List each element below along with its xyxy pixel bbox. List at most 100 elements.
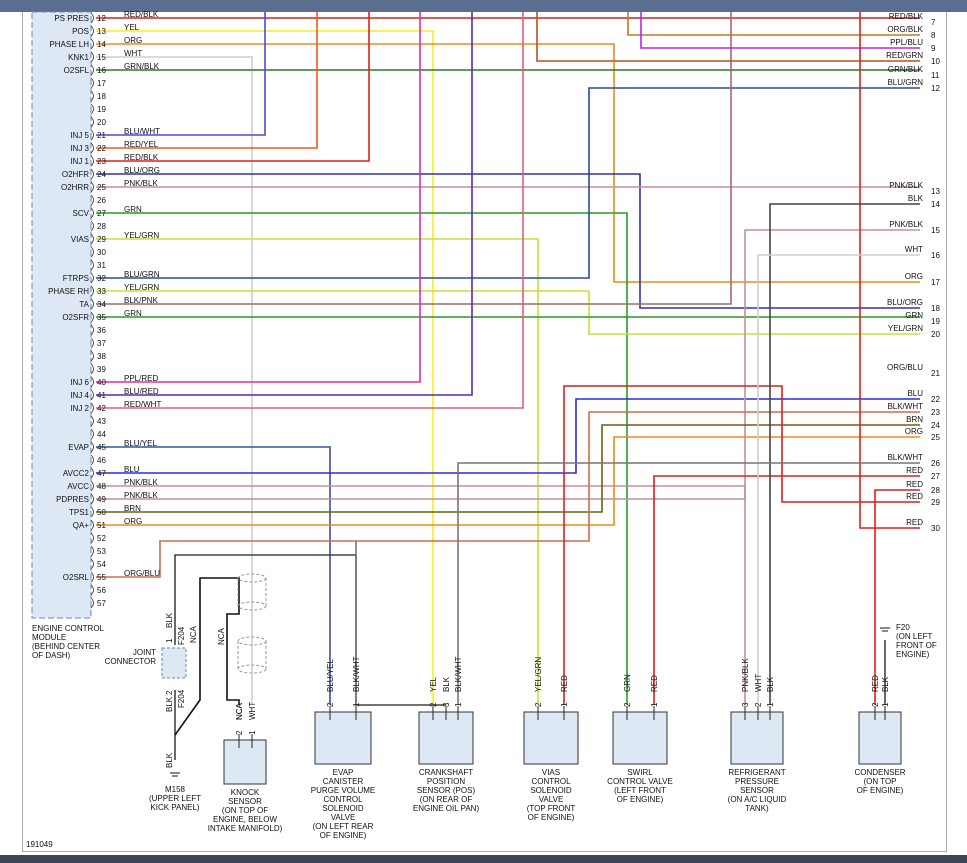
ecm-pin-name: O2HRR bbox=[61, 183, 89, 192]
pin-bracket bbox=[90, 311, 94, 323]
right-terminal-wire-label: WHT bbox=[905, 245, 923, 254]
ecm-wire-label: RED/BLK bbox=[124, 153, 159, 162]
vias-label: SOLENOID bbox=[530, 786, 572, 795]
wire bbox=[96, 43, 920, 283]
joint-connector-label: JOINT bbox=[133, 648, 156, 657]
wire bbox=[96, 229, 920, 500]
swirl-pin-number: 1 bbox=[650, 702, 659, 707]
pin-bracket bbox=[90, 259, 94, 271]
ecm-wire-label: PNK/BLK bbox=[124, 491, 158, 500]
joint-bottom-wire: BLK bbox=[165, 696, 174, 712]
ecm-pin-name: FTRPS bbox=[63, 274, 89, 283]
ecm-pin-number: 54 bbox=[97, 560, 106, 569]
pin-bracket bbox=[90, 415, 94, 427]
ecm-pin-number: 44 bbox=[97, 430, 106, 439]
knock-pin-number: 1 bbox=[248, 730, 257, 735]
ecm-wire-label: BLU/GRN bbox=[124, 270, 160, 279]
shield-nca-label: NCA bbox=[217, 627, 226, 645]
ecm-wire-label: PNK/BLK bbox=[124, 478, 158, 487]
ecm-pin-name: O2SRL bbox=[63, 573, 90, 582]
ecm-pin-number: 22 bbox=[97, 144, 106, 153]
ecm-wire-label: BLU/YEL bbox=[124, 439, 157, 448]
ecm-wire-label: GRN bbox=[124, 205, 142, 214]
vias-pin-number: 2 bbox=[534, 702, 543, 707]
crank-wire-label: YEL bbox=[429, 676, 438, 692]
wire bbox=[96, 12, 421, 383]
ecm-pin-number: 57 bbox=[97, 599, 106, 608]
pin-bracket bbox=[90, 402, 94, 414]
wire bbox=[96, 446, 331, 705]
pin-bracket bbox=[90, 298, 94, 310]
pin-bracket bbox=[90, 12, 94, 24]
joint-connector-label: CONNECTOR bbox=[105, 657, 157, 666]
joint-top-pin: 1 bbox=[165, 638, 174, 643]
refrig-wire-label: WHT bbox=[754, 674, 763, 692]
vias-label: VIAS bbox=[542, 768, 560, 777]
ecm-pin-number: 30 bbox=[97, 248, 106, 257]
vias-label: VALVE bbox=[539, 795, 564, 804]
right-terminal-number: 28 bbox=[931, 486, 940, 495]
evap-label: PURGE VOLUME bbox=[311, 786, 375, 795]
swirl-wire-label: RED bbox=[650, 675, 659, 692]
condenser-pin-number: 2 bbox=[871, 702, 880, 707]
knock-component bbox=[223, 739, 267, 785]
pin-bracket bbox=[90, 376, 94, 388]
pin-bracket bbox=[90, 103, 94, 115]
wire bbox=[640, 12, 920, 49]
crank-wire-label: BLK/WHT bbox=[454, 656, 463, 692]
wire bbox=[96, 485, 746, 705]
right-terminal-number: 23 bbox=[931, 408, 940, 417]
pin-bracket bbox=[90, 350, 94, 362]
condenser-label: CONDENSER bbox=[854, 768, 905, 777]
pin-bracket bbox=[90, 220, 94, 232]
joint-nca: NCA bbox=[189, 625, 198, 643]
evap-wire-label: BLK/WHT bbox=[352, 656, 361, 692]
right-terminal-wire-label: GRN/BLK bbox=[888, 65, 924, 74]
nca-wire bbox=[174, 577, 240, 736]
evap-label: EVAP bbox=[333, 768, 354, 777]
condenser-label: (ON TOP bbox=[863, 777, 896, 786]
ecm-pin-name: PS PRES bbox=[54, 14, 89, 23]
refrig-component bbox=[730, 711, 784, 765]
crank-label: SENSOR (POS) bbox=[417, 786, 476, 795]
pin-bracket bbox=[90, 545, 94, 557]
ecm-pin-number: 33 bbox=[97, 287, 106, 296]
ecm-wire-label: RED/WHT bbox=[124, 400, 161, 409]
refrig-label: PRESSURE bbox=[735, 777, 779, 786]
ecm-wire-label: PPL/RED bbox=[124, 374, 158, 383]
condenser-pin-number: 1 bbox=[881, 702, 890, 707]
pin-bracket bbox=[90, 532, 94, 544]
wire bbox=[874, 489, 920, 705]
pin-bracket bbox=[90, 168, 94, 180]
wire bbox=[536, 12, 920, 62]
wire bbox=[96, 12, 473, 396]
pin-bracket bbox=[90, 454, 94, 466]
f20-label: FRONT OF bbox=[896, 641, 937, 650]
wire bbox=[96, 398, 920, 474]
ecm-pin-name: POS bbox=[72, 27, 89, 36]
ecm-wire-label: ORG bbox=[124, 517, 142, 526]
wire bbox=[653, 475, 920, 705]
ecm-pin-name: VIAS bbox=[71, 235, 89, 244]
wire bbox=[757, 254, 920, 705]
right-terminal-number: 12 bbox=[931, 84, 940, 93]
evap-label: CONTROL bbox=[323, 795, 363, 804]
ecm-box bbox=[31, 11, 92, 619]
ecm-pin-name: KNK1 bbox=[68, 53, 89, 62]
ecm-pin-number: 51 bbox=[97, 521, 106, 530]
ecm-pin-number: 29 bbox=[97, 235, 106, 244]
knock-wire-label: NCA bbox=[235, 702, 244, 720]
condenser-wire-label: BLK bbox=[881, 676, 890, 692]
ecm-pin-name: INJ 6 bbox=[70, 378, 89, 387]
right-terminal-wire-label: ORG/BLU bbox=[887, 363, 923, 372]
wire bbox=[96, 424, 920, 513]
ecm-pin-number: 43 bbox=[97, 417, 106, 426]
ecm-pin-number: 39 bbox=[97, 365, 106, 374]
ecm-pin-number: 19 bbox=[97, 105, 106, 114]
right-terminal-number: 15 bbox=[931, 226, 940, 235]
refrig-pin-number: 2 bbox=[754, 702, 763, 707]
evap-label: VALVE bbox=[331, 813, 356, 822]
ecm-wire-label: ORG/BLU bbox=[124, 569, 160, 578]
wire bbox=[769, 203, 920, 705]
